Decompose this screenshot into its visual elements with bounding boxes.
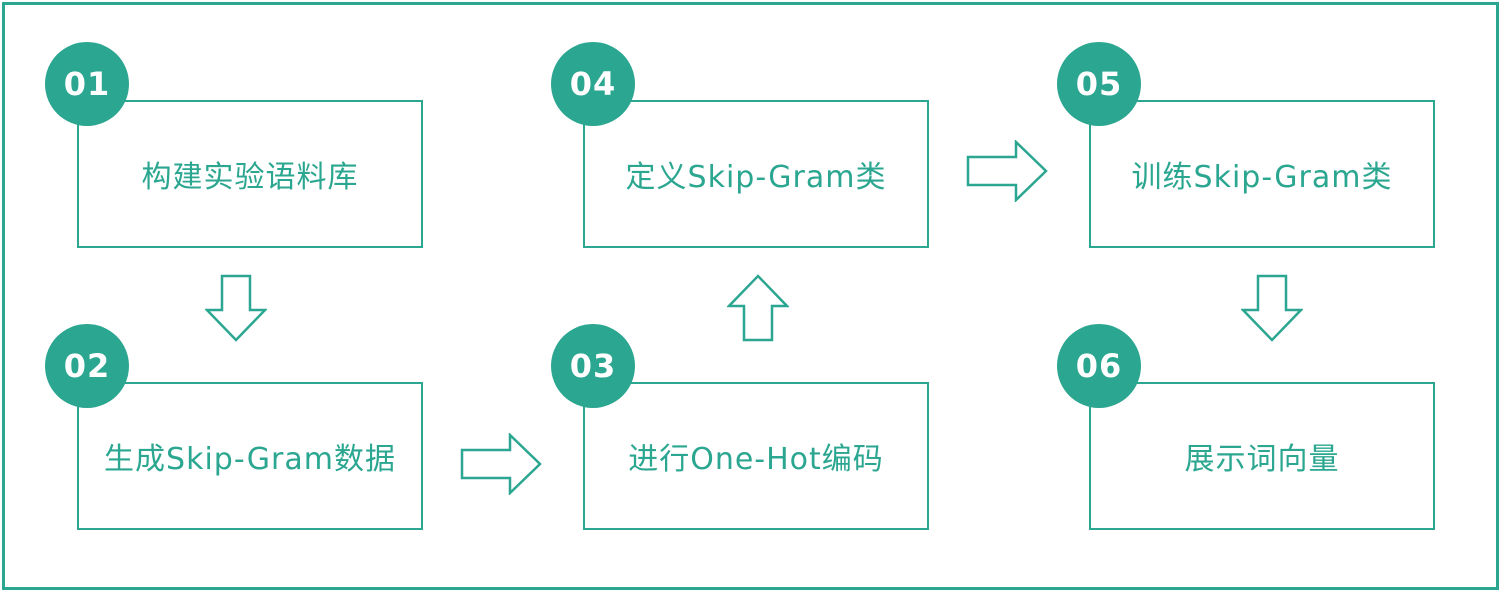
step-label-06: 展示词向量 [1184, 442, 1340, 477]
step-label-01: 构建实验语料库 [141, 160, 359, 195]
step-number-01: 01 [63, 65, 111, 103]
step-number-03: 03 [569, 347, 617, 385]
arrow-right-02-03 [460, 433, 542, 495]
step-badge-04: 04 [551, 42, 635, 126]
step-badge-02: 02 [45, 324, 129, 408]
step-box-02: 生成Skip-Gram数据 [77, 382, 423, 530]
step-badge-06: 06 [1057, 324, 1141, 408]
step-number-04: 04 [569, 65, 617, 103]
arrow-down-01-02 [205, 274, 267, 342]
step-box-03: 进行One-Hot编码 [583, 382, 929, 530]
step-badge-05: 05 [1057, 42, 1141, 126]
step-box-01: 构建实验语料库 [77, 100, 423, 248]
step-number-06: 06 [1075, 347, 1123, 385]
step-box-06: 展示词向量 [1089, 382, 1435, 530]
step-label-05: 训练Skip-Gram类 [1131, 160, 1393, 195]
step-label-03: 进行One-Hot编码 [628, 442, 884, 477]
step-badge-01: 01 [45, 42, 129, 126]
step-box-05: 训练Skip-Gram类 [1089, 100, 1435, 248]
arrow-up-03-04 [727, 274, 789, 342]
step-box-04: 定义Skip-Gram类 [583, 100, 929, 248]
step-number-02: 02 [63, 347, 111, 385]
arrow-down-05-06 [1241, 274, 1303, 342]
step-badge-03: 03 [551, 324, 635, 408]
step-number-05: 05 [1075, 65, 1123, 103]
arrow-right-04-05 [966, 140, 1048, 202]
step-label-04: 定义Skip-Gram类 [625, 160, 887, 195]
step-label-02: 生成Skip-Gram数据 [104, 442, 396, 477]
